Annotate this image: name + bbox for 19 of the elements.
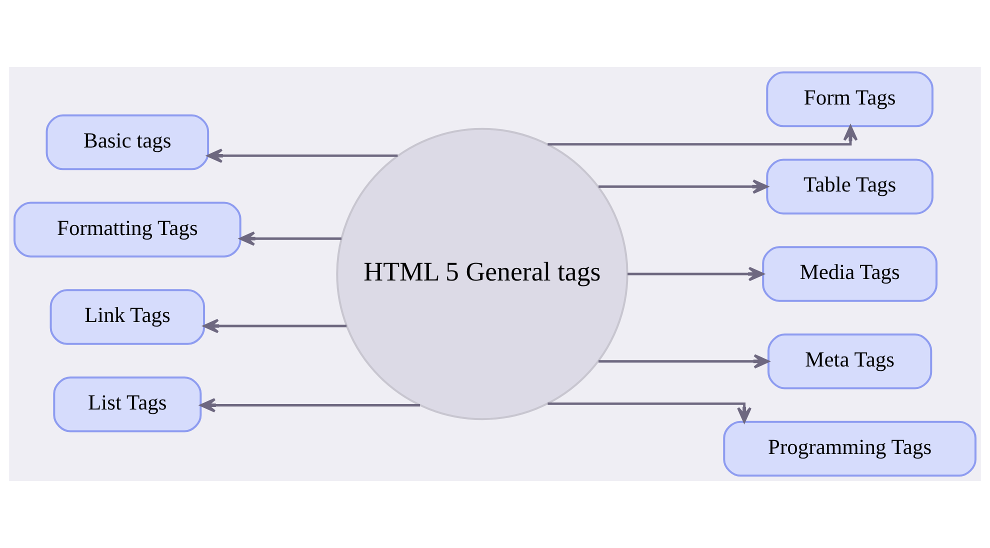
arrow	[598, 179, 768, 194]
arrow	[203, 318, 347, 334]
arrow	[207, 148, 398, 163]
arrow	[200, 398, 420, 412]
node-box: Formatting Tags	[14, 202, 242, 258]
node-box: Programming Tags	[723, 420, 976, 477]
node-box: Basic tags	[46, 114, 210, 170]
node-box: Link Tags	[50, 289, 206, 345]
arrow	[628, 266, 764, 282]
node-box: Table Tags	[766, 158, 934, 215]
node-circle: HTML 5 General tags	[336, 128, 628, 420]
arrow	[548, 402, 752, 423]
node-box: List Tags	[53, 376, 202, 432]
node-box: Meta Tags	[767, 333, 932, 390]
node-box: Form Tags	[766, 71, 934, 128]
node-box: Media Tags	[762, 246, 938, 302]
arrow	[239, 231, 342, 246]
arrow	[548, 125, 858, 146]
arrow	[598, 354, 770, 369]
